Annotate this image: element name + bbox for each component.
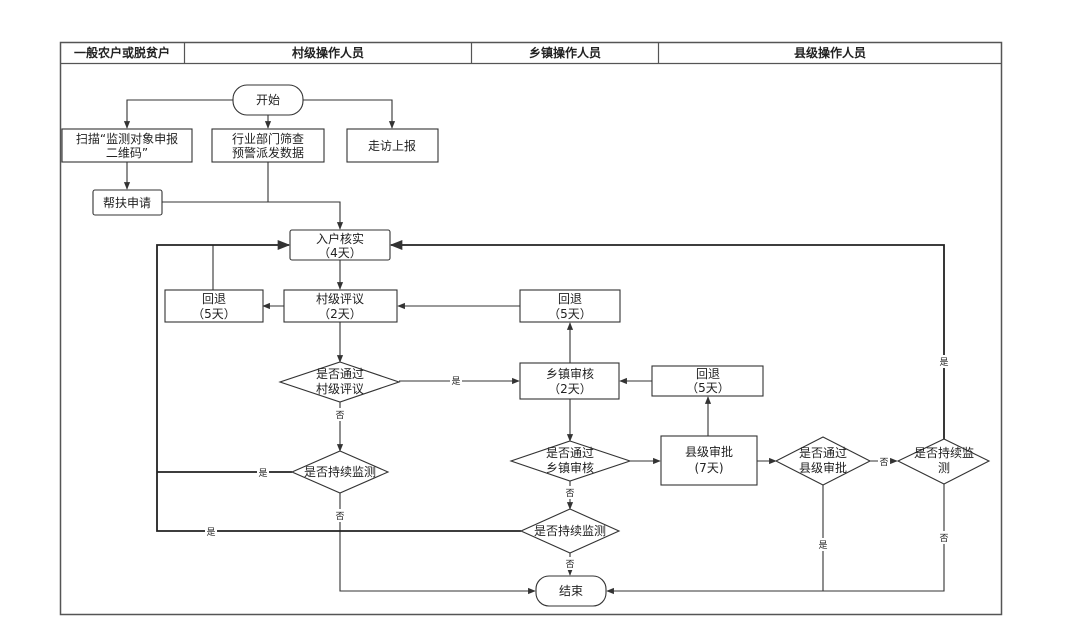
node-continue-county[interactable]: 是否持续监 测	[896, 438, 991, 485]
village-review-label-line2: （2天）	[318, 307, 362, 321]
connectors	[123, 99, 945, 595]
return-town-label-line1: 回退	[558, 292, 582, 306]
return-county-label-line1: 回退	[696, 367, 720, 381]
label-pass-county-yes: 是	[818, 540, 827, 551]
home-verify-box	[289, 229, 391, 261]
node-aid-apply[interactable]: 帮扶申请	[92, 189, 163, 216]
village-review-box	[283, 289, 398, 323]
pass-town-label-line1: 是否通过	[546, 446, 594, 460]
town-audit-box	[519, 362, 620, 400]
continue-county-label-line1: 是否持续监	[914, 445, 974, 460]
lane-header-village: 村级操作人员	[292, 45, 364, 60]
county-approve-label-line2: (7天)	[695, 461, 724, 475]
edge-continuecounty-verify	[389, 239, 945, 439]
visit-report-box	[346, 128, 439, 163]
return-village-label-line1: 回退	[202, 292, 226, 306]
county-approve-label-line1: 县级审批	[685, 444, 733, 459]
pass-county-diamond	[774, 436, 872, 486]
start-label: 开始	[256, 93, 280, 107]
return-town-label-line2: （5天）	[548, 307, 592, 321]
node-visit-report[interactable]: 走访上报	[346, 128, 439, 163]
node-pass-town[interactable]: 是否通过 乡镇审核	[509, 440, 632, 482]
node-return-village[interactable]: 回退 （5天）	[164, 289, 264, 323]
pass-village-diamond	[278, 361, 401, 403]
label-pass-village-no: 否	[335, 410, 344, 421]
home-verify-label-line1: 入户核实	[316, 231, 364, 246]
return-village-label-line2: （5天）	[192, 307, 236, 321]
scan-qr-label-line1: 扫描“监测对象申报	[76, 131, 178, 146]
node-end[interactable]: 结束	[535, 575, 607, 607]
pass-county-label-line1: 是否通过	[799, 446, 847, 460]
pass-town-diamond	[509, 440, 632, 482]
node-pass-village[interactable]: 是否通过 村级评议	[278, 361, 401, 403]
county-approve-box	[660, 435, 758, 486]
edge-start-visit	[303, 99, 396, 129]
industry-screen-box	[211, 128, 325, 163]
continue-village-diamond	[290, 450, 390, 494]
node-start[interactable]: 开始	[232, 84, 304, 116]
industry-screen-label-line1: 行业部门筛查	[232, 131, 304, 146]
scan-qr-label-line2: 二维码”	[106, 146, 148, 160]
aid-apply-box	[92, 189, 163, 216]
edge-aid-verify	[162, 201, 344, 230]
return-village-box	[164, 289, 264, 323]
node-industry-screen[interactable]: 行业部门筛查 预警派发数据	[211, 128, 325, 163]
continue-town-label: 是否持续监测	[534, 523, 606, 538]
node-county-approve[interactable]: 县级审批 (7天)	[660, 435, 758, 486]
node-town-audit[interactable]: 乡镇审核 （2天）	[519, 362, 620, 400]
node-scan-qr[interactable]: 扫描“监测对象申报 二维码”	[61, 128, 193, 163]
pass-village-label-line1: 是否通过	[316, 367, 364, 381]
town-audit-label-line1: 乡镇审核	[546, 366, 594, 381]
label-continue-town-yes: 是	[206, 527, 215, 538]
lane-header-household: 一般农户或脱贫户	[74, 45, 170, 60]
lane-header-town: 乡镇操作人员	[529, 45, 601, 60]
pass-town-label-line2: 乡镇审核	[546, 460, 594, 475]
node-return-county[interactable]: 回退 （5天）	[651, 365, 764, 397]
end-label: 结束	[559, 584, 583, 598]
edge-continuevillage-end	[339, 493, 536, 595]
start-terminal-shape	[232, 84, 304, 116]
node-continue-town[interactable]: 是否持续监测	[519, 508, 621, 554]
return-town-box	[519, 289, 621, 323]
village-review-label-line1: 村级评议	[316, 292, 364, 306]
visit-report-label: 走访上报	[368, 138, 416, 153]
node-return-town[interactable]: 回退 （5天）	[519, 289, 621, 323]
node-home-verify[interactable]: 入户核实 （4天）	[289, 229, 391, 261]
pass-village-label-line2: 村级评议	[316, 382, 364, 396]
aid-apply-label: 帮扶申请	[103, 195, 151, 210]
label-continue-village-yes: 是	[258, 468, 267, 479]
return-county-label-line2: （5天）	[686, 381, 730, 395]
scan-qr-box	[61, 128, 193, 163]
continue-village-label: 是否持续监测	[304, 464, 376, 479]
label-pass-county-no: 否	[879, 457, 888, 468]
label-continue-town-no: 否	[565, 559, 574, 570]
edge-continuecounty-end	[823, 484, 945, 592]
edge-labels: 是 否 是 否 是 否 否 否 是 是 否	[205, 355, 950, 570]
loopback-connectors	[156, 239, 945, 532]
edge-start-scan	[123, 99, 233, 129]
node-village-review[interactable]: 村级评议 （2天）	[283, 289, 398, 323]
label-pass-town-no: 否	[565, 488, 574, 499]
home-verify-label-line2: （4天）	[318, 246, 362, 260]
edge-passcounty-end	[606, 484, 824, 595]
label-pass-village-yes: 是	[451, 376, 460, 387]
town-audit-label-line2: （2天）	[548, 382, 592, 396]
return-county-box	[651, 365, 764, 397]
node-continue-village[interactable]: 是否持续监测	[290, 450, 390, 494]
industry-screen-label-line2: 预警派发数据	[232, 145, 304, 160]
lane-header-county: 县级操作人员	[794, 45, 866, 60]
label-continue-county-no: 否	[939, 533, 948, 544]
edge-continuetown-verify	[156, 239, 521, 532]
end-terminal-shape	[535, 575, 607, 607]
flow-nodes: 开始 扫描“监测对象申报 二维码” 行业部门筛查 预警派发数据 走访上报 帮扶申…	[61, 84, 991, 607]
continue-town-diamond	[519, 508, 621, 554]
node-pass-county[interactable]: 是否通过 县级审批	[774, 436, 872, 486]
frame-border	[59, 41, 1003, 616]
label-continue-village-no: 否	[335, 511, 344, 522]
label-continue-county-yes: 是	[939, 357, 948, 368]
continue-county-diamond	[896, 438, 991, 485]
continue-county-label-line2: 测	[938, 461, 950, 475]
pass-county-label-line2: 县级审批	[799, 460, 847, 475]
swimlane-frame: 一般农户或脱贫户 村级操作人员 乡镇操作人员 县级操作人员	[59, 41, 1003, 616]
